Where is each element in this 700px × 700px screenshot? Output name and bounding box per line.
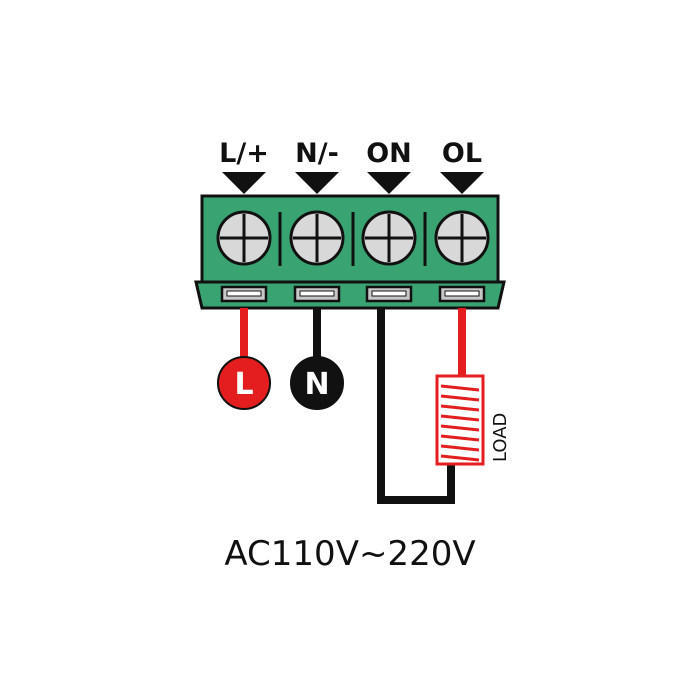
wire-slot — [293, 285, 341, 303]
screw-icon — [434, 210, 490, 266]
arrow-down-icon — [222, 172, 266, 194]
line-badge: L — [217, 356, 271, 410]
wire-slot — [365, 285, 413, 303]
screw-icon — [216, 210, 272, 266]
svg-text:N: N — [304, 367, 329, 402]
voltage-label: AC110V~220V — [224, 534, 475, 574]
arrow-down-icon — [295, 172, 339, 194]
arrow-down-icon — [367, 172, 411, 194]
terminal-label-l: L/+ — [219, 138, 269, 169]
wire-slot — [438, 285, 486, 303]
screw-icon — [289, 210, 345, 266]
wire-slot — [220, 285, 268, 303]
terminal-label-on: ON — [366, 138, 412, 169]
load-coil — [435, 374, 485, 466]
load-label: LOAD — [490, 413, 511, 462]
terminal-label-ol: OL — [442, 138, 482, 169]
arrow-down-icon — [440, 172, 484, 194]
screw-icon — [361, 210, 417, 266]
svg-text:L: L — [234, 367, 253, 402]
wire-on-to-load — [377, 308, 455, 504]
neutral-badge: N — [290, 356, 344, 410]
terminal-label-n: N/- — [295, 138, 339, 169]
